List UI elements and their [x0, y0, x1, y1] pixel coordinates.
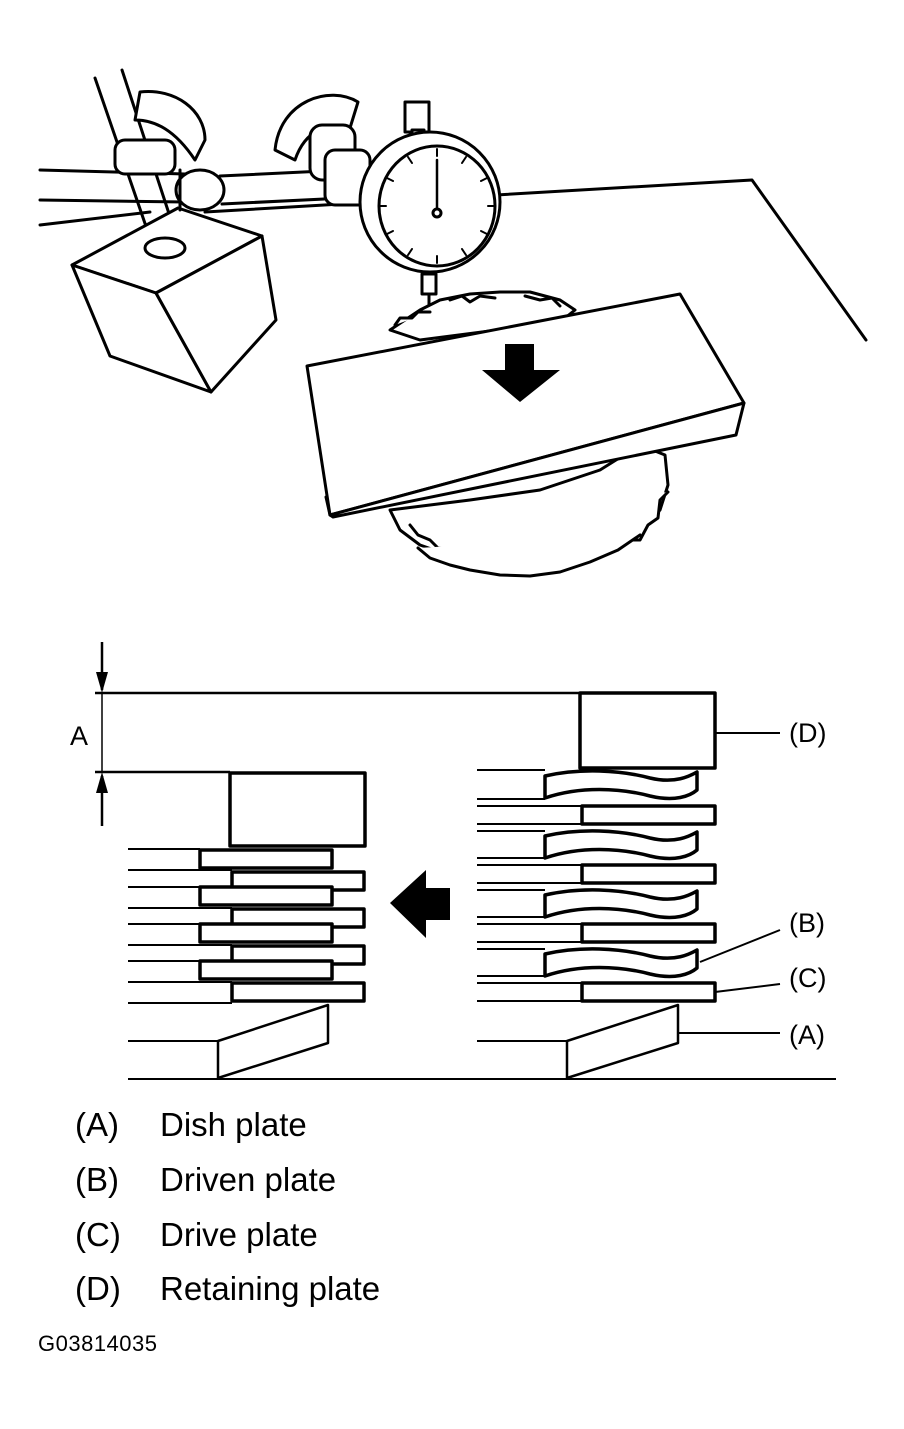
legend-text: Dish plate [160, 1106, 307, 1143]
compress-arrow [390, 870, 450, 938]
legend-key: (A) [75, 1106, 119, 1143]
dial-indicator [358, 100, 502, 320]
legend-key: (C) [75, 1216, 121, 1253]
legend-key: (B) [75, 1161, 119, 1198]
dimension-a-label: A [70, 721, 88, 751]
clamp-knob-left [113, 90, 226, 212]
clamp-knob-right [273, 93, 372, 207]
dish-plate-left [216, 1003, 330, 1080]
callout-c: (C) [789, 963, 826, 993]
callout-d: (D) [789, 718, 826, 748]
callout-leaders [678, 732, 781, 1034]
dial-ticks [378, 148, 496, 264]
left-compressed-stack [128, 771, 367, 1080]
retaining-plate-left [228, 771, 367, 848]
dish-plate-right [565, 1003, 680, 1080]
legend-text: Drive plate [160, 1216, 318, 1253]
magnetic-base-block [70, 206, 278, 394]
dial-gauge-setup-illustration [38, 68, 868, 578]
straightedge-plate [305, 292, 746, 519]
legend-key: (D) [75, 1270, 121, 1307]
figure-id: G03814035 [38, 1331, 158, 1356]
callout-a: (A) [789, 1020, 825, 1050]
right-uncompressed-stack [477, 691, 717, 1080]
legend-text: Driven plate [160, 1161, 337, 1198]
retaining-plate-right [578, 691, 717, 770]
clutch-clearance-section [95, 642, 836, 1080]
callout-b: (B) [789, 908, 825, 938]
legend-text: Retaining plate [160, 1270, 381, 1307]
press-down-arrow [482, 344, 560, 402]
